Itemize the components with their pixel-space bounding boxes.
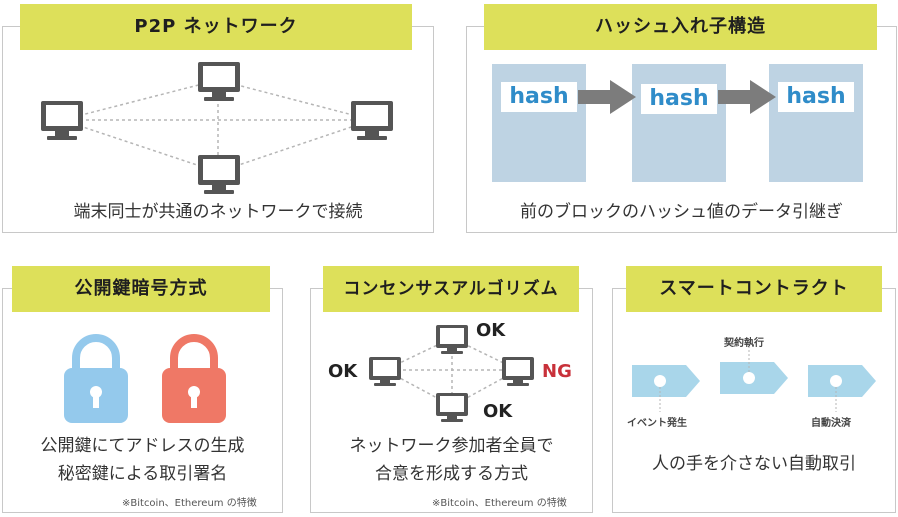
- step-label-execute: 契約執行: [724, 338, 764, 349]
- monitor-icon: [198, 155, 240, 194]
- monitor-icon: [369, 357, 401, 386]
- pubkey-caption-1: 公開鍵にてアドレスの生成: [40, 436, 245, 456]
- step-settle-icon: [808, 365, 876, 397]
- vote-ok-top: OK: [476, 320, 506, 341]
- monitor-icon: [436, 393, 468, 422]
- hash-block: [632, 64, 726, 182]
- smart-caption: 人の手を介さない自動取引: [652, 454, 856, 474]
- smart-panel: [612, 288, 896, 513]
- monitor-icon: [436, 325, 468, 354]
- pubkey-title: 公開鍵暗号方式: [12, 266, 270, 312]
- monitor-icon: [502, 357, 534, 386]
- lock-blue-icon: [64, 334, 128, 423]
- vote-ng-right: NG: [542, 361, 572, 382]
- consensus-note: ※Bitcoin、Ethereum の特徴: [432, 498, 567, 509]
- consensus-caption-1: ネットワーク参加者全員で: [349, 436, 554, 456]
- monitor-icon: [198, 62, 240, 101]
- consensus-title: コンセンサスアルゴリズム: [323, 266, 579, 312]
- smart-title: スマートコントラクト: [626, 266, 882, 312]
- monitor-icon: [351, 101, 393, 140]
- step-label-event: イベント発生: [627, 418, 687, 429]
- hash-title: ハッシュ入れ子構造: [484, 4, 877, 50]
- pubkey-note: ※Bitcoin、Ethereum の特徴: [122, 498, 257, 509]
- lock-red-icon: [162, 334, 226, 423]
- hash-label: hash: [641, 84, 717, 114]
- consensus-caption-2: 合意を形成する方式: [375, 464, 528, 484]
- hash-caption: 前のブロックのハッシュ値のデータ引継ぎ: [520, 202, 843, 222]
- vote-ok-left: OK: [328, 361, 358, 382]
- vote-ok-bottom: OK: [483, 401, 513, 422]
- step-label-settle: 自動決済: [811, 418, 851, 429]
- step-event-icon: [632, 365, 700, 397]
- monitor-icon: [41, 101, 83, 140]
- arrow-right-icon: [578, 80, 636, 114]
- arrow-right-icon: [718, 80, 776, 114]
- step-execute-icon: [720, 362, 788, 394]
- p2p-title: P2P ネットワーク: [20, 4, 412, 50]
- hash-label: hash: [778, 82, 854, 112]
- hash-label: hash: [501, 82, 577, 112]
- p2p-caption: 端末同士が共通のネットワークで接続: [73, 202, 363, 222]
- pubkey-panel: [2, 288, 283, 513]
- pubkey-caption-2: 秘密鍵による取引署名: [57, 464, 228, 484]
